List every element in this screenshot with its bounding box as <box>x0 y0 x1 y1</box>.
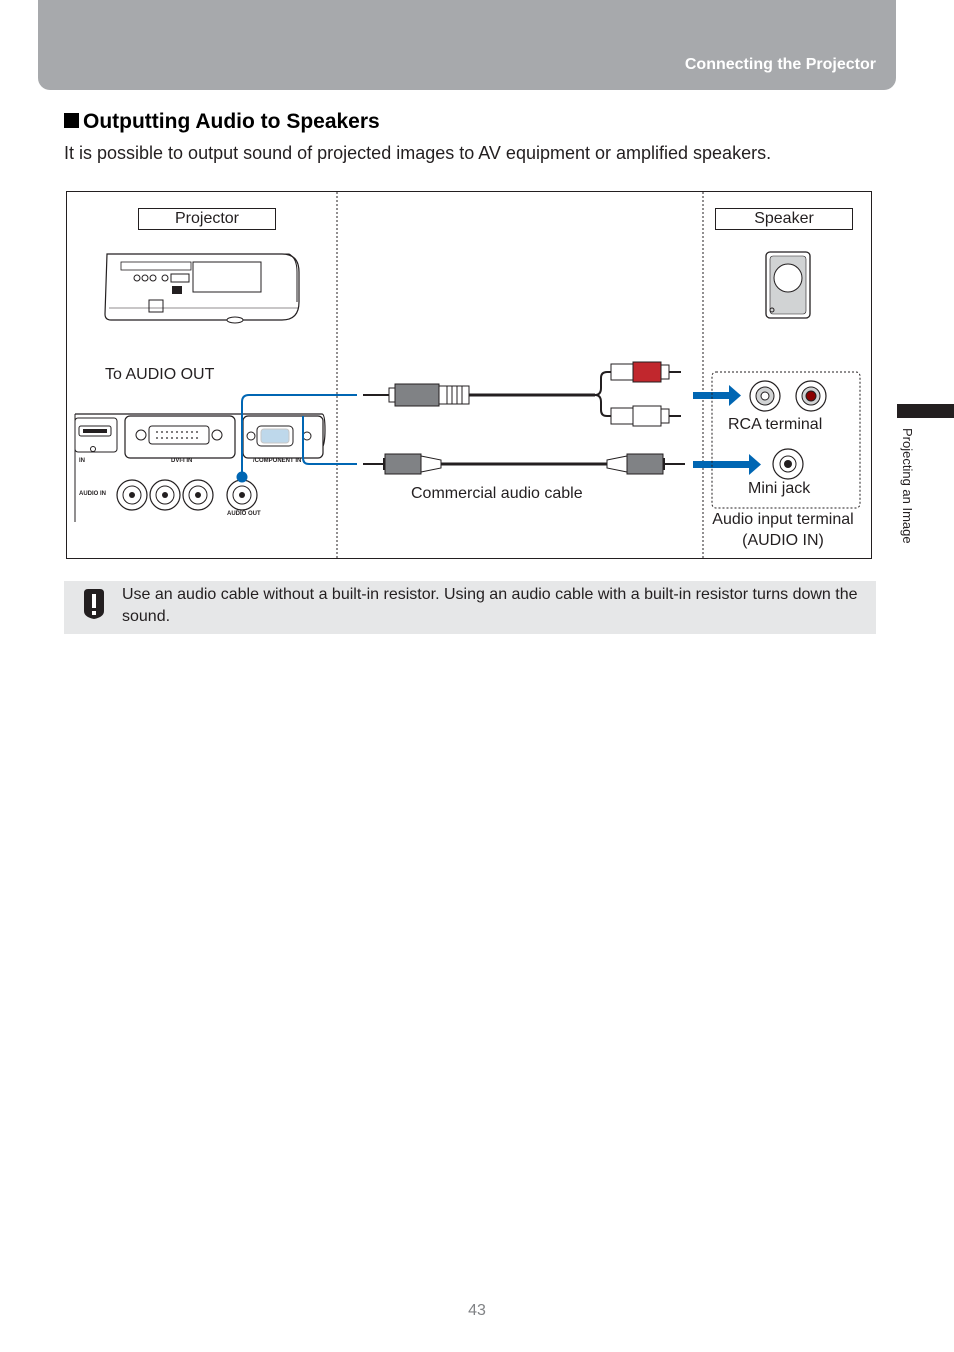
connection-diagram: Projector Speaker To AUDIO OUT Commercia… <box>66 191 872 560</box>
caution-text: Use an audio cable without a built-in re… <box>122 586 858 625</box>
speaker-illustration <box>765 251 811 319</box>
rca-terminal-label: RCA terminal <box>728 416 823 433</box>
panel-audio-out-label: AUDIO OUT <box>227 511 261 517</box>
speaker-label: Speaker <box>715 208 853 230</box>
panel-audio-in-label: AUDIO IN <box>79 491 106 497</box>
intro-paragraph: It is possible to output sound of projec… <box>64 143 772 163</box>
cable-label: Commercial audio cable <box>411 485 583 502</box>
audio-input-box <box>711 371 861 509</box>
projector-illustration <box>104 253 300 324</box>
panel-dvi-label: DVI-I IN <box>171 458 193 464</box>
section-title: Outputting Audio to Speakers <box>83 110 380 133</box>
panel-component-label: /COMPONENT IN <box>253 458 302 464</box>
side-tab-label: Projecting an Image <box>900 428 915 544</box>
to-audio-out-label: To AUDIO OUT <box>105 366 215 383</box>
panel-hdmi-label: IN <box>79 458 85 464</box>
caution-icon <box>84 589 104 619</box>
projector-label: Projector <box>138 208 276 230</box>
audio-input-label-line1: Audio input terminal <box>712 511 854 528</box>
side-tab-marker <box>897 404 954 418</box>
diagram-drawing <box>74 192 861 560</box>
caution-note: Use an audio cable without a built-in re… <box>64 581 876 634</box>
header-bar: Connecting the Projector <box>38 0 896 90</box>
arrows <box>693 385 761 475</box>
section-heading: Outputting Audio to Speakers <box>64 110 380 134</box>
square-bullet-icon <box>64 113 79 128</box>
mini-jack-terminal <box>772 448 804 480</box>
rca-terminal-jacks <box>749 380 827 412</box>
audio-input-label-line2: (AUDIO IN) <box>742 532 824 549</box>
mini-jack-label: Mini jack <box>748 480 811 497</box>
header-section-title: Connecting the Projector <box>684 56 876 73</box>
mini-to-mini-cable <box>363 453 685 475</box>
mini-to-rca-cable <box>363 361 681 427</box>
connection-lines <box>241 394 357 476</box>
page-number: 43 <box>468 1302 486 1319</box>
projector-back-panel <box>74 413 326 522</box>
